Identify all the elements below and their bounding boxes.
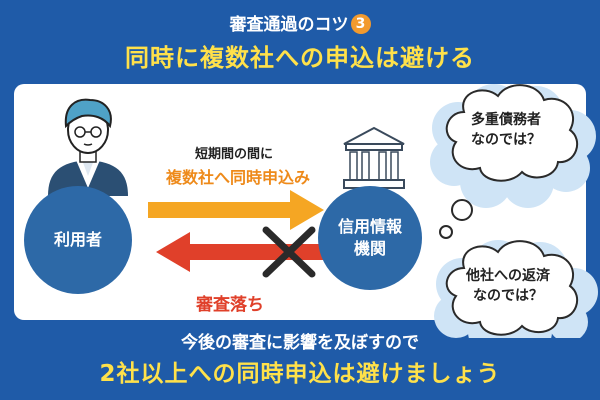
arrow-bottom-label: 審査落ち bbox=[196, 295, 264, 315]
header-title: 同時に複数社への申込は避ける bbox=[125, 44, 475, 72]
user-label: 利用者 bbox=[53, 230, 102, 249]
thought-bubble-2-line2: なのでは？ bbox=[473, 288, 543, 304]
thought-bubble-1: 多重債務者 なのでは？ bbox=[450, 110, 562, 150]
step-number-badge: 3 bbox=[350, 14, 371, 34]
arrow-right-shape bbox=[148, 190, 324, 230]
arrow-left-shape bbox=[156, 232, 332, 272]
credit-bureau-label-line2: 機関 bbox=[353, 239, 386, 258]
credit-bureau-circle: 信用情報 機関 bbox=[318, 186, 422, 290]
footer-line2: 2社以上への同時申込は避けましょう bbox=[99, 361, 501, 387]
credit-bureau-label-line1: 信用情報 bbox=[337, 217, 402, 236]
arrow-top-caption: 短期間の間に bbox=[194, 147, 273, 162]
header-subtitle-text: 審査通過のコツ bbox=[229, 15, 349, 35]
thought-bubble-1-line2: なのでは？ bbox=[471, 132, 541, 148]
arrows-graphic bbox=[148, 190, 332, 272]
building-icon bbox=[343, 126, 405, 189]
cross-mark-icon bbox=[262, 226, 316, 278]
user-circle: 利用者 bbox=[24, 186, 132, 294]
thought-bubble-2-line1: 他社への返済 bbox=[466, 268, 550, 284]
footer-line1: 今後の審査に影響を及ぼすので bbox=[181, 333, 419, 353]
thought-bubble-1-line1: 多重債務者 bbox=[471, 112, 541, 128]
thought-bubble-2: 他社への返済 なのでは？ bbox=[452, 266, 564, 306]
cloud-bubble-icon bbox=[430, 84, 598, 338]
person-icon bbox=[48, 98, 128, 196]
arrow-top-label: 複数社へ同時申込み bbox=[165, 168, 310, 187]
